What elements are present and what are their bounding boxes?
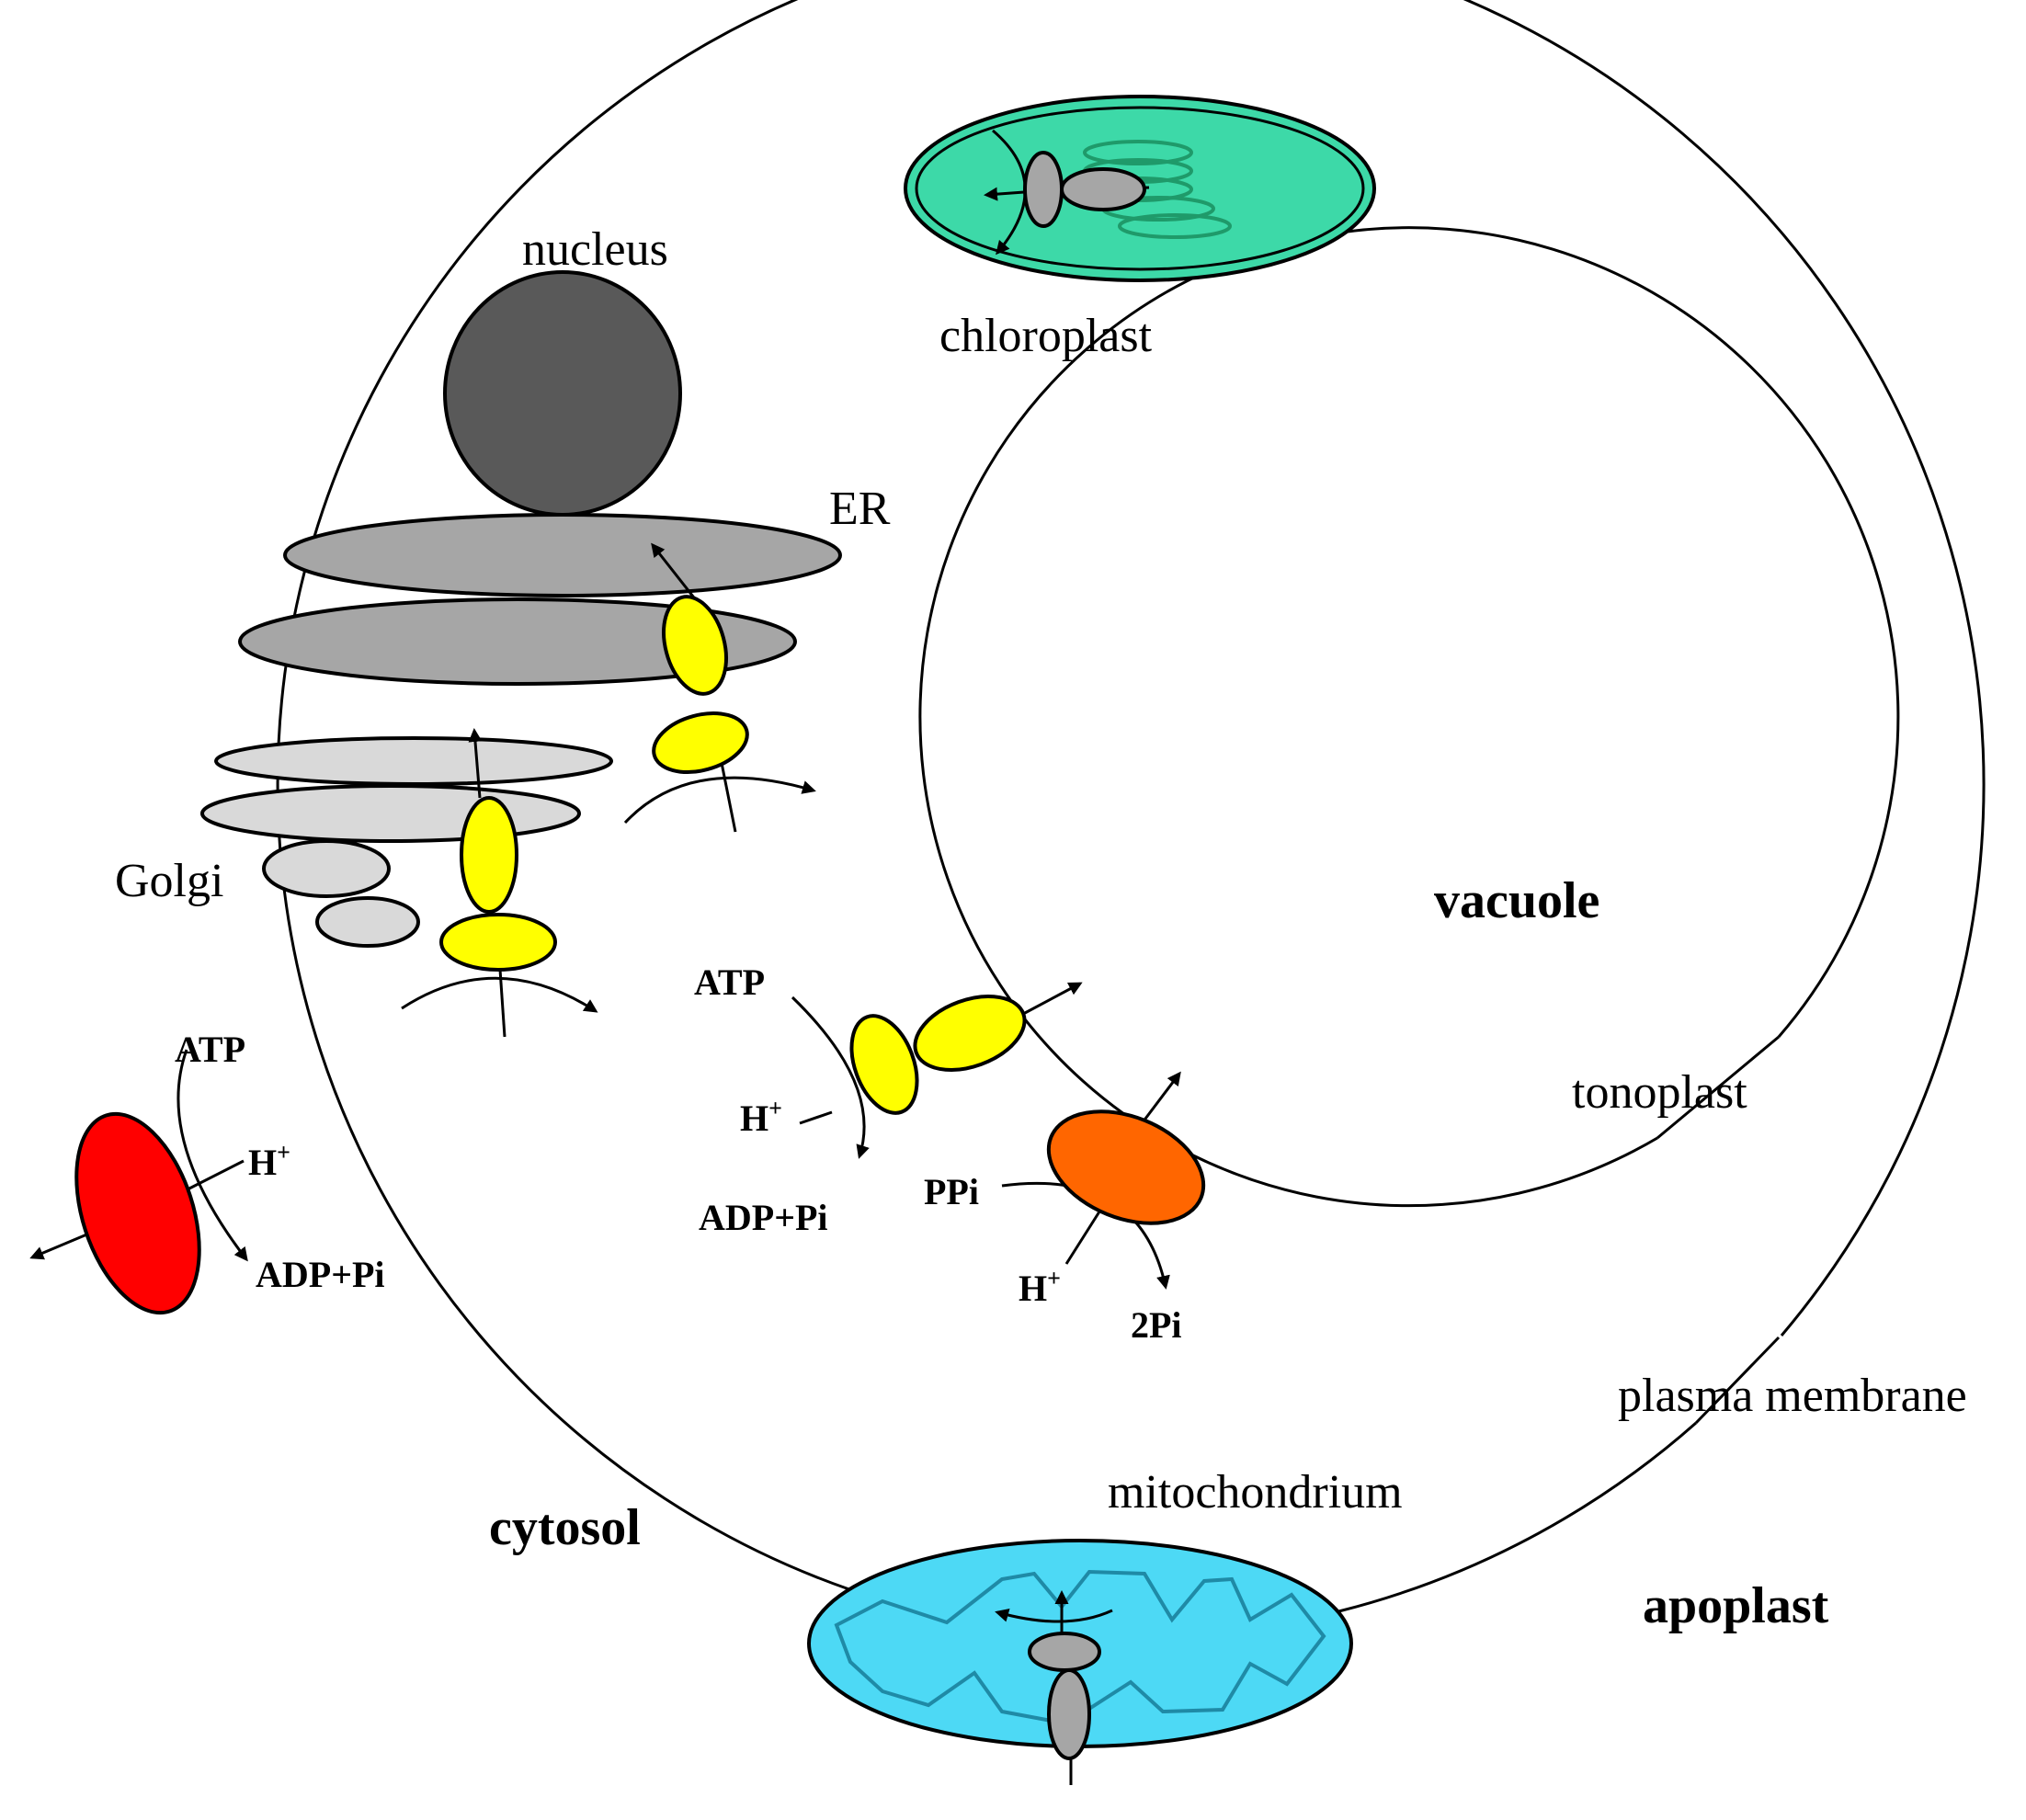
tonoplast-pointer (1656, 1035, 1780, 1140)
tonoplast (918, 226, 1900, 1208)
golgi-label: Golgi (115, 855, 223, 907)
cristae (834, 1569, 1326, 1726)
golgi-vesicle-2 (315, 896, 420, 948)
pm-proton-label: H+ (248, 1139, 290, 1183)
cytosol-label: cytosol (489, 1499, 641, 1556)
chloroplast-label: chloroplast (939, 310, 1153, 362)
plasma-membrane-label: plasma membrane (1618, 1370, 1967, 1422)
pm-adp-label: ADP+Pi (256, 1254, 385, 1295)
chloroplast (904, 95, 1376, 282)
golgi-vesicle-1 (262, 839, 391, 898)
tonoplast-v-ppase (1001, 1071, 1206, 1290)
er-v-atpase (623, 542, 816, 833)
tonoplast-label: tonoplast (1572, 1066, 1747, 1119)
golgi-cisterna-2 (200, 784, 581, 843)
ppase-proton-label: H+ (1019, 1265, 1061, 1309)
mito-atp-synthase-stalk (1047, 1668, 1091, 1760)
er-label: ER (829, 483, 891, 535)
golgi-cisterna-1 (214, 736, 613, 786)
mitochondrium-label: mitochondrium (1108, 1466, 1403, 1519)
chloroplast-atp-synthase-stalk (1023, 151, 1064, 228)
mitochondrium (807, 1539, 1353, 1785)
plasma-membrane-pointer (1694, 1336, 1781, 1425)
nucleus-label: nucleus (522, 223, 668, 276)
apoplast-label: apoplast (1643, 1577, 1829, 1634)
plasma-membrane-p-atpase (29, 1049, 248, 1315)
er-cisterna-bottom (238, 597, 797, 686)
mito-atp-synthase-head (1028, 1632, 1101, 1672)
vacuole-label: vacuole (1434, 872, 1599, 929)
golgi-v-atpase (401, 728, 598, 1038)
vatpase-proton-label: H+ (740, 1095, 782, 1139)
vatpase-atp-label: ATP (694, 961, 765, 1003)
vatpase-adp-label: ADP+Pi (699, 1197, 828, 1238)
nucleus (443, 270, 682, 517)
er-cisterna-top (283, 513, 842, 597)
tonoplast-v-atpase (791, 982, 1083, 1159)
pm-atp-label: ATP (175, 1029, 245, 1070)
ppase-ppi-label: PPi (924, 1171, 979, 1212)
chloroplast-atp-synthase-head (1060, 167, 1146, 211)
ppase-2pi-label: 2Pi (1131, 1304, 1182, 1346)
